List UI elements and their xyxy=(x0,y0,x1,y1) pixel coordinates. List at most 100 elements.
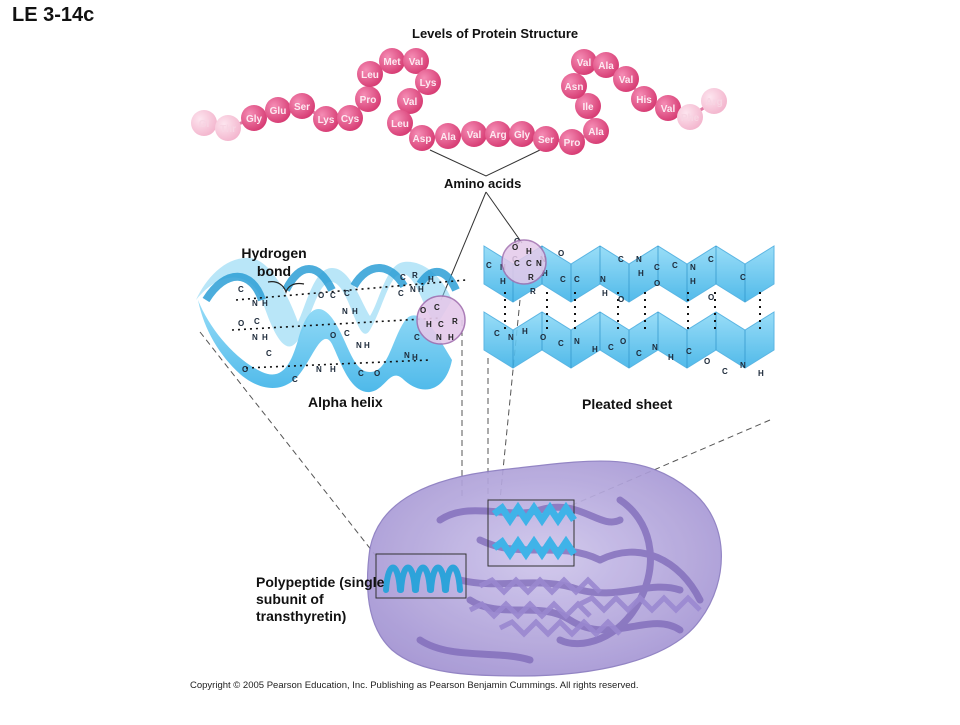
helix-atom: N xyxy=(252,299,258,308)
helix-side-chain-circle xyxy=(416,295,466,345)
amino-acid-bead: Val xyxy=(461,121,487,147)
sheet-atom-labels: CNHOCNHCOCNHCONHCOCNHCOCRCNHOCNHCOCNHCOC… xyxy=(486,237,764,378)
sheet-atom: O xyxy=(618,295,624,304)
amino-acid-bead: Pro xyxy=(559,129,585,155)
helix-ribbon-front xyxy=(198,300,452,393)
helix-atom: H xyxy=(262,333,268,342)
amino-acid-bead: Gl xyxy=(191,110,217,136)
amino-acid-label: Ser xyxy=(538,135,554,146)
sheet-atom: C xyxy=(636,349,642,358)
sheet-atom: C xyxy=(708,255,714,264)
sheet-atom: H xyxy=(522,327,528,336)
amino-acid-label: Val xyxy=(409,57,424,68)
helix-atom: N xyxy=(356,341,362,350)
amino-acid-bead: Asn xyxy=(561,73,587,99)
helix-atom: N xyxy=(410,285,416,294)
amino-acid-label: Arg xyxy=(489,130,506,141)
helix-atom: H xyxy=(418,285,424,294)
helix-side-h2: H xyxy=(448,333,454,342)
helix-atom: H xyxy=(412,353,418,362)
helix-atom: O xyxy=(330,331,336,340)
sheet-side-n: N xyxy=(536,259,542,268)
helix-atom: O xyxy=(238,319,244,328)
amino-acid-bead: Gly xyxy=(509,121,535,147)
sheet-atom: O xyxy=(654,279,660,288)
helix-atom: C xyxy=(344,289,350,298)
helix-atom: C xyxy=(238,285,244,294)
copyright-notice: Copyright © 2005 Pearson Education, Inc.… xyxy=(190,680,639,691)
amino-acid-label: Ile xyxy=(582,102,594,113)
sheet-atom: N xyxy=(740,361,746,370)
amino-acid-bead: Pro xyxy=(355,86,381,112)
helix-atom: N xyxy=(316,365,322,374)
amino-acid-label: Glu xyxy=(270,106,287,117)
sheet-atom: C xyxy=(722,367,728,376)
amino-acid-label: Gly xyxy=(514,130,531,141)
amino-acid-bead: Asp xyxy=(409,125,435,151)
helix-ribbon-back xyxy=(196,257,452,347)
label-hydrogen-bond: Hydrogen bond xyxy=(241,245,307,279)
helix-atom: O xyxy=(242,365,248,374)
sheet-atom: O xyxy=(558,249,564,258)
amino-acid-label: Lys xyxy=(318,115,335,126)
amino-acid-bead: Lys xyxy=(313,106,339,132)
sheet-atom: C xyxy=(686,347,692,356)
helix-side-c1: C xyxy=(434,303,440,312)
helix-side-c2: C xyxy=(438,320,444,329)
helix-atom: C xyxy=(414,333,420,342)
amino-acid-bead: Phe xyxy=(677,104,703,130)
amino-acid-label: Val xyxy=(467,130,482,141)
sheet-atom: N xyxy=(636,255,642,264)
sheet-atom: H xyxy=(542,269,548,278)
sheet-atom: C xyxy=(608,343,614,352)
amino-acid-label: Asp xyxy=(413,134,432,145)
helix-atom: O xyxy=(318,291,324,300)
label-amino-acids: Amino acids xyxy=(444,176,522,191)
sheet-side-r: R xyxy=(528,273,534,282)
mini-sheet-strand xyxy=(491,501,577,527)
sheet-atom: N xyxy=(600,275,606,284)
label-pleated-sheet: Pleated sheet xyxy=(582,396,673,412)
hydrogen-bond-brace xyxy=(267,281,305,294)
helix-side-chain-group: O C H C R N H xyxy=(420,303,458,342)
helix-atom: C xyxy=(398,289,404,298)
sheet-atom: O xyxy=(620,337,626,346)
amino-acid-label: Gly xyxy=(246,114,263,125)
amino-acid-bead: Ala xyxy=(583,118,609,144)
helix-atom: N xyxy=(252,333,258,342)
helix-side-n: N xyxy=(436,333,442,342)
sheet-atom: C xyxy=(740,273,746,282)
helix-atom: H xyxy=(330,365,336,374)
amino-acid-label: Leu xyxy=(361,70,379,81)
amino-acid-label: Val xyxy=(577,58,592,69)
sheet-atom: N xyxy=(652,343,658,352)
helix-atom: C xyxy=(330,291,336,300)
helix-atom: H xyxy=(352,307,358,316)
amino-acid-bead: Arg xyxy=(701,88,727,114)
amino-acid-label: Ala xyxy=(440,132,456,143)
transthyretin-polypeptide xyxy=(366,460,722,677)
amino-acid-bead: Lys xyxy=(415,69,441,95)
amino-acid-label: Asn xyxy=(565,82,584,93)
helix-atom: C xyxy=(358,369,364,378)
sheet-atom: H xyxy=(668,353,674,362)
amino-acid-bead: Ala xyxy=(593,52,619,78)
helix-atom: H xyxy=(262,299,268,308)
sheet-atom: N xyxy=(508,333,514,342)
amino-acid-label: Phe xyxy=(681,113,700,124)
amino-acid-label: Met xyxy=(383,57,401,68)
sheet-atom: C xyxy=(618,255,624,264)
helix-atom: C xyxy=(292,375,298,384)
sheet-atom: N xyxy=(574,337,580,346)
amino-acid-label: Ser xyxy=(294,102,310,113)
amino-acid-label: His xyxy=(636,95,652,106)
sheet-atom: H xyxy=(592,345,598,354)
amino-acid-bead: Cys xyxy=(337,105,363,131)
pleated-sheet-ribbons: CNHOCNHCOCNHCONHCOCNHCOCRCNHOCNHCOCNHCOC… xyxy=(483,237,775,378)
amino-acid-bead: Ala xyxy=(435,123,461,149)
amino-acid-label: Arg xyxy=(705,97,722,108)
amino-acid-label: Ala xyxy=(588,127,604,138)
